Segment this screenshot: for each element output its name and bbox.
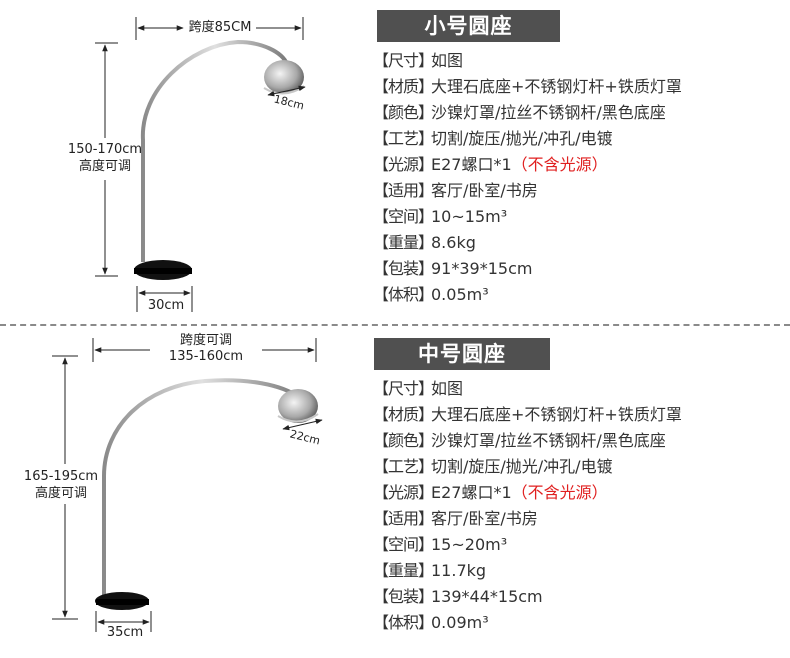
spec-value: 沙镍灯罩/拉丝不锈钢杆/黑色底座: [431, 431, 666, 450]
small-section-title: 小号圆座: [377, 10, 560, 42]
spec-value: 大理石底座+不锈钢灯杆+铁质灯罩: [431, 405, 682, 424]
spec-value: 如图: [431, 51, 464, 70]
height-range-label: 150-170cm: [67, 142, 143, 157]
spec-value: 10~15m³: [431, 207, 508, 226]
spec-row-color: 【颜色】沙镍灯罩/拉丝不锈钢杆/黑色底座: [373, 100, 682, 126]
height-note-label: 高度可调: [78, 159, 131, 174]
spec-row-light-source: 【光源】E27螺口*1（不含光源）: [373, 152, 682, 178]
spec-label: 【空间】: [373, 207, 434, 226]
spec-label: 【重量】: [373, 233, 434, 252]
lamp-shade-icon: [264, 60, 304, 94]
height-dimension-line: [95, 42, 118, 277]
spec-value: 139*44*15cm: [431, 587, 543, 606]
lamp-arc-pole: [140, 39, 289, 262]
spec-label: 【光源】: [373, 155, 434, 174]
spec-label: 【体积】: [373, 613, 434, 632]
spec-value: 91*39*15cm: [431, 259, 533, 278]
small-spec-list: 【尺寸】如图 【材质】大理石底座+不锈钢灯杆+铁质灯罩 【颜色】沙镍灯罩/拉丝不…: [373, 48, 682, 308]
spec-value: 客厅/卧室/书房: [431, 181, 538, 200]
base-dimension-line: [136, 286, 193, 312]
spec-label: 【颜色】: [373, 103, 434, 122]
spec-value: 切割/旋压/抛光/冲孔/电镀: [431, 129, 613, 148]
spec-label: 【材质】: [373, 77, 434, 96]
height-note-label: 高度可调: [34, 486, 87, 501]
spec-label: 【尺寸】: [373, 51, 434, 70]
spec-value: E27螺口*1: [431, 155, 512, 174]
spec-note: （不含光源）: [511, 155, 608, 174]
spec-value: 大理石底座+不锈钢灯杆+铁质灯罩: [431, 77, 682, 96]
spec-value: 沙镍灯罩/拉丝不锈钢杆/黑色底座: [431, 103, 666, 122]
medium-spec-list: 【尺寸】如图 【材质】大理石底座+不锈钢灯杆+铁质灯罩 【颜色】沙镍灯罩/拉丝不…: [373, 376, 682, 636]
spec-value: E27螺口*1: [431, 483, 512, 502]
spec-note: （不含光源）: [511, 483, 608, 502]
small-lamp-drawing: [95, 17, 306, 312]
spec-row-volume: 【体积】0.09m³: [373, 610, 682, 636]
spec-value: 15~20m³: [431, 535, 508, 554]
medium-lamp-section: 跨度可调 135-160cm 165-195cm 高度可调 22cm 35cm …: [0, 326, 790, 658]
spec-label: 【尺寸】: [373, 379, 434, 398]
spec-row-space: 【空间】10~15m³: [373, 204, 682, 230]
spec-label: 【材质】: [373, 405, 434, 424]
lamp-shade-icon: [278, 389, 318, 423]
spec-label: 【适用】: [373, 509, 434, 528]
spec-value: 8.6kg: [431, 233, 476, 252]
spec-row-usage: 【适用】客厅/卧室/书房: [373, 178, 682, 204]
spec-value: 切割/旋压/抛光/冲孔/电镀: [431, 457, 613, 476]
spec-label: 【体积】: [373, 285, 434, 304]
spec-row-usage: 【适用】客厅/卧室/书房: [373, 506, 682, 532]
span-label: 跨度85CM: [188, 20, 252, 35]
spec-row-color: 【颜色】沙镍灯罩/拉丝不锈钢杆/黑色底座: [373, 428, 682, 454]
spec-row-craft: 【工艺】切割/旋压/抛光/冲孔/电镀: [373, 126, 682, 152]
spec-label: 【工艺】: [373, 129, 434, 148]
spec-row-material: 【材质】大理石底座+不锈钢灯杆+铁质灯罩: [373, 402, 682, 428]
spec-row-size: 【尺寸】如图: [373, 376, 682, 402]
height-dimension-line: [52, 355, 78, 620]
base-dimension-line: [95, 611, 152, 632]
medium-lamp-figure: 跨度可调 135-160cm 165-195cm 高度可调 22cm 35cm: [0, 326, 365, 658]
spec-value: 客厅/卧室/书房: [431, 509, 538, 528]
spec-value: 0.09m³: [431, 613, 489, 632]
spec-row-size: 【尺寸】如图: [373, 48, 682, 74]
spec-value: 0.05m³: [431, 285, 489, 304]
spec-row-space: 【空间】15~20m³: [373, 532, 682, 558]
span-note-label: 跨度可调: [179, 333, 232, 348]
lamp-arc-pole: [102, 378, 302, 596]
spec-row-material: 【材质】大理石底座+不锈钢灯杆+铁质灯罩: [373, 74, 682, 100]
spec-value: 如图: [431, 379, 464, 398]
spec-label: 【包装】: [373, 587, 434, 606]
spec-row-package: 【包装】91*39*15cm: [373, 256, 682, 282]
small-lamp-figure: 跨度85CM 150-170cm 高度可调 18cm 30cm: [0, 0, 365, 322]
medium-section-title: 中号圆座: [374, 338, 550, 370]
spec-row-light-source: 【光源】E27螺口*1（不含光源）: [373, 480, 682, 506]
spec-label: 【适用】: [373, 181, 434, 200]
base-size-label: 30cm: [147, 298, 185, 313]
spec-value: 11.7kg: [431, 561, 487, 580]
spec-label: 【工艺】: [373, 457, 434, 476]
span-dimension-line: [135, 17, 304, 40]
spec-row-craft: 【工艺】切割/旋压/抛光/冲孔/电镀: [373, 454, 682, 480]
span-range-label: 135-160cm: [168, 349, 244, 364]
spec-label: 【颜色】: [373, 431, 434, 450]
base-size-label: 35cm: [106, 625, 144, 640]
span-dimension-line: [92, 338, 317, 362]
height-range-label: 165-195cm: [23, 469, 99, 484]
section-divider: [0, 324, 790, 326]
spec-label: 【重量】: [373, 561, 434, 580]
spec-row-volume: 【体积】0.05m³: [373, 282, 682, 308]
small-lamp-section: 跨度85CM 150-170cm 高度可调 18cm 30cm 小号圆座 【尺寸…: [0, 0, 790, 322]
spec-label: 【光源】: [373, 483, 434, 502]
spec-row-weight: 【重量】8.6kg: [373, 230, 682, 256]
spec-row-weight: 【重量】11.7kg: [373, 558, 682, 584]
spec-label: 【包装】: [373, 259, 434, 278]
spec-row-package: 【包装】139*44*15cm: [373, 584, 682, 610]
spec-label: 【空间】: [373, 535, 434, 554]
medium-lamp-drawing: [52, 338, 323, 632]
